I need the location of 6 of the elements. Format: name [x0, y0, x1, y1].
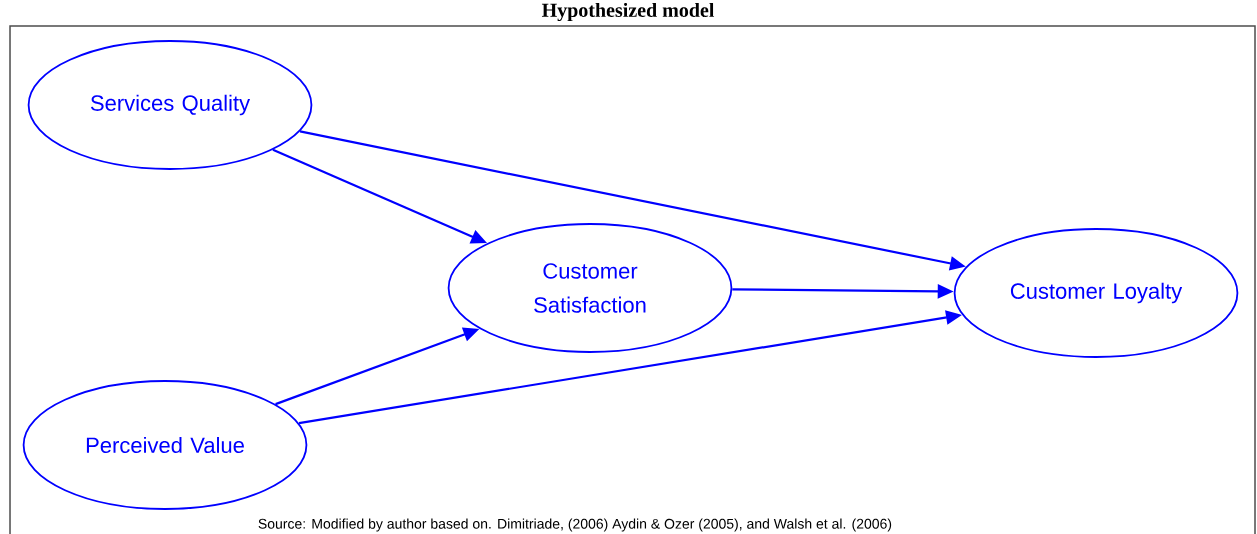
ellipse-node: Perceived Value: [22, 380, 308, 510]
title: Hypothesized model: [541, 2, 715, 22]
caption: Source: Modified by author based on. Dimitriade, (2006) Aydin & Ozer (2005), and Walsh et al. (2006): [258, 518, 892, 532]
ellipse-node: Customer Satisfaction: [447, 223, 733, 353]
ellipse-node: Services Quality: [27, 40, 313, 170]
ellipse-node: Customer Loyalty: [953, 228, 1239, 358]
